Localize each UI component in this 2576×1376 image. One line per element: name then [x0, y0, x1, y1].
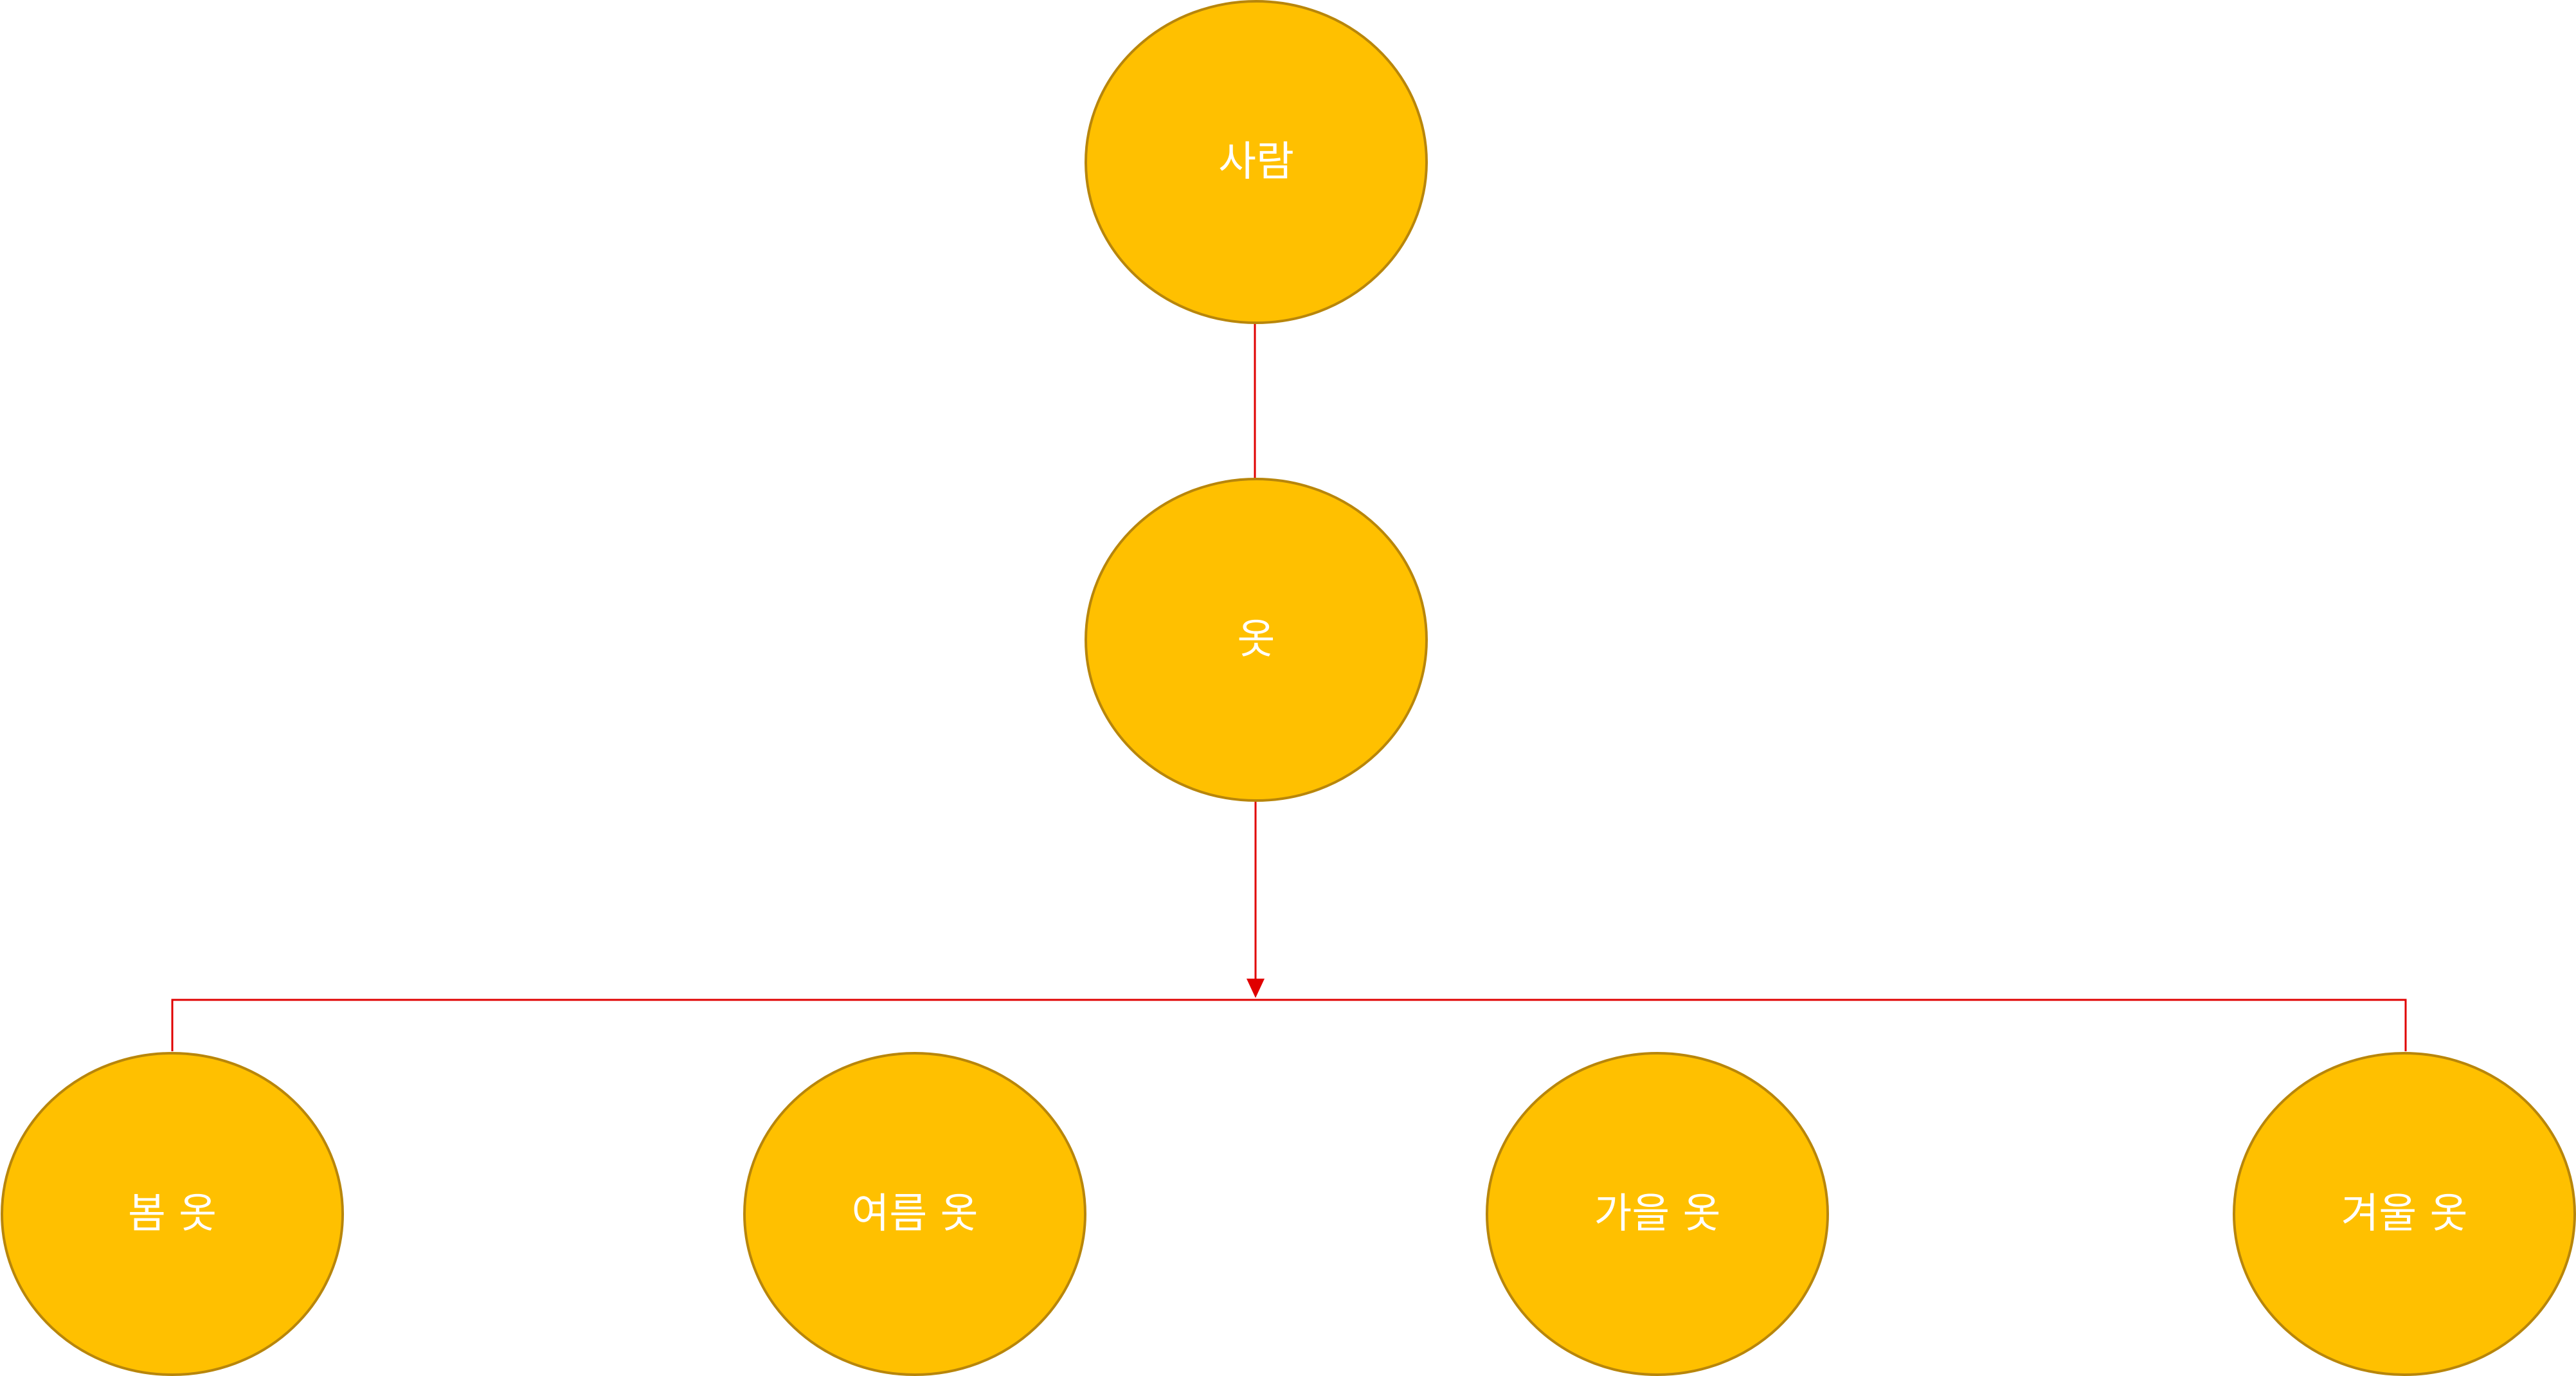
- node-summer-clothes[interactable]: 여름 옷: [743, 1052, 1086, 1376]
- node-winter-clothes[interactable]: 겨울 옷: [2233, 1052, 2576, 1376]
- node-person-label: 사람: [1218, 138, 1294, 186]
- node-autumn-label: 가을 옷: [1594, 1190, 1721, 1238]
- arrowhead-into-bus: [1247, 979, 1265, 998]
- node-summer-label: 여름 옷: [852, 1190, 978, 1238]
- node-spring-label: 봄 옷: [128, 1190, 217, 1238]
- bus-line-spring-winter: [171, 999, 2407, 1051]
- node-person[interactable]: 사람: [1085, 0, 1428, 324]
- node-clothes-shape: [1085, 478, 1428, 802]
- node-clothes-label: 옷: [1238, 616, 1275, 664]
- node-summer-shape: [743, 1052, 1086, 1376]
- node-winter-label: 겨울 옷: [2341, 1190, 2468, 1238]
- node-person-shape: [1085, 0, 1428, 324]
- node-clothes[interactable]: 옷: [1085, 478, 1428, 802]
- node-spring-shape: [1, 1052, 344, 1376]
- node-autumn-clothes[interactable]: 가을 옷: [1486, 1052, 1829, 1376]
- node-winter-shape: [2233, 1052, 2576, 1376]
- node-spring-clothes[interactable]: 봄 옷: [1, 1052, 344, 1376]
- node-autumn-shape: [1486, 1052, 1829, 1376]
